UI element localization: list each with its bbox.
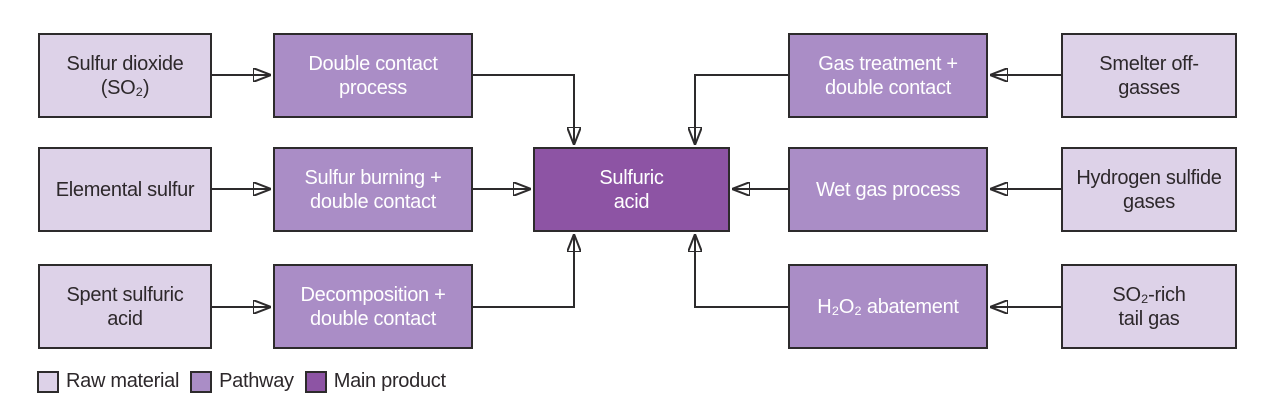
legend-item-pathway: Pathway — [190, 370, 294, 393]
node-sulfur-burning-double-contact: Sulfur burning + double contact — [273, 147, 473, 232]
legend-label-pathway: Pathway — [219, 370, 294, 392]
node-sulfuric-acid: Sulfuric acid — [533, 147, 730, 232]
node-gas-treatment-double-contact: Gas treatment + double contact — [788, 33, 988, 118]
node-h2o2-abatement: H₂O₂ abatement — [788, 264, 988, 349]
node-hydrogen-sulfide-gases: Hydrogen sulfide gases — [1061, 147, 1237, 232]
node-sulfur-dioxide: Sulfur dioxide (SO₂) — [38, 33, 212, 118]
node-spent-sulfuric-acid: Spent sulfuric acid — [38, 264, 212, 349]
edge-abatement-to-main — [695, 235, 788, 308]
legend-label-raw-material: Raw material — [66, 370, 180, 392]
legend-item-main-product: Main product — [304, 370, 446, 393]
legend: Raw material Pathway Main product — [37, 370, 446, 393]
main-product-swatch — [304, 370, 327, 393]
legend-item-raw-material: Raw material — [37, 370, 179, 393]
node-elemental-sulfur: Elemental sulfur — [38, 147, 212, 232]
legend-label-main-product: Main product — [333, 370, 446, 392]
edge-decomposition-to-main — [473, 235, 574, 308]
raw-material-swatch — [37, 370, 59, 393]
node-wet-gas-process: Wet gas process — [788, 147, 988, 232]
node-decomposition-double-contact: Decomposition + double contact — [273, 264, 473, 349]
edge-double-contact-to-main — [473, 74, 574, 144]
node-smelter-off-gasses: Smelter off- gasses — [1061, 33, 1237, 118]
node-so2-rich-tail-gas: SO₂-rich tail gas — [1061, 264, 1237, 349]
node-double-contact-process: Double contact process — [273, 33, 473, 118]
pathway-swatch — [190, 370, 213, 393]
edge-gas-treatment-to-main — [695, 74, 788, 144]
